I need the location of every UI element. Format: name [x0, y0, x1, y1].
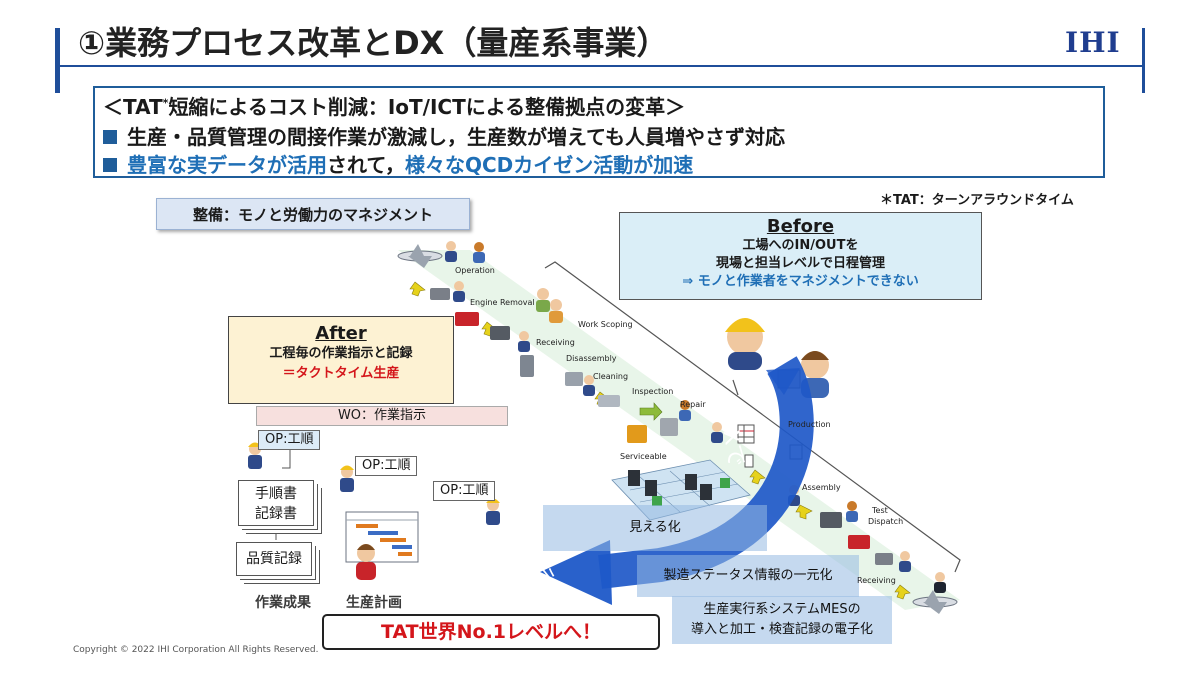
copyright-text: Copyright © 2022 IHI Corporation All Rig… [73, 645, 319, 655]
op-label-3: OP:工順 [433, 481, 496, 501]
process-flow-band [398, 250, 960, 610]
engine-part-icons [430, 288, 893, 565]
mes-line-2: 導入と加工・検査記録の電子化 [690, 622, 873, 637]
bullet-square-icon [103, 130, 117, 144]
before-box: Before 工場へのIN/OUTを 現場と担当レベルで日程管理 ⇒ モノと作業… [619, 212, 982, 300]
dx-panel-mes: 生産実行系システムMESの 導入と加工・検査記録の電子化 [672, 596, 892, 644]
manual-line-1: 手順書 [255, 486, 297, 502]
after-line-2: ＝タクトタイム生産 [282, 366, 400, 381]
production-plan-chart-icon [345, 511, 419, 563]
dx-panel-unify: 製造ステータス情報の一元化 [637, 555, 859, 597]
aircraft-top-icon [397, 244, 443, 268]
step-operation-label: Operation [455, 266, 495, 275]
goal-banner: TAT世界No.1レベルへ！ [322, 614, 660, 650]
dx-arrow-head-icon [540, 540, 612, 605]
bullet-2-text-b: されて， [327, 153, 405, 177]
before-line-3: ⇒ モノと作業者をマネジメントできない [682, 274, 919, 289]
before-line-2: 現場と担当レベルで日程管理 [715, 256, 885, 271]
step-receiving-label: Receiving [536, 338, 575, 347]
step-assembly-label: Assembly [802, 483, 841, 492]
work-order-bar: WO：作業指示 [256, 406, 508, 426]
summary-heading-sup: * [162, 96, 169, 110]
after-box: After 工程毎の作業指示と記録 ＝タクトタイム生産 [228, 316, 454, 404]
manual-line-2: 記録書 [255, 506, 297, 522]
management-label: 整備：モノと労働力のマネジメント [156, 198, 470, 230]
op-label-1: OP:工順 [258, 430, 321, 450]
before-line-1: 工場へのIN/OUTを [742, 238, 859, 253]
op-label-2: OP:工順 [355, 456, 418, 476]
after-heading: After [315, 323, 367, 344]
summary-heading-rest: 短縮によるコスト削減：IoT/ICTによる整備拠点の変革＞ [168, 95, 686, 119]
doc-connector-lines [275, 449, 291, 540]
summary-heading: ＜TAT*短縮によるコスト削減：IoT/ICTによる整備拠点の変革＞ [103, 91, 685, 120]
step-production-label: Production [788, 420, 831, 429]
ihi-logo: IHI [1065, 26, 1121, 59]
step-receiving-2-label: Receiving [857, 576, 896, 585]
summary-box: ＜TAT*短縮によるコスト削減：IoT/ICTによる整備拠点の変革＞ 生産・品質… [93, 86, 1105, 178]
quality-record-stack: 品質記録 [236, 542, 312, 576]
bullet-2-text-c: 様々なQCDカイゼン活動が加速 [405, 153, 694, 177]
step-serviceable-label: Serviceable [620, 452, 667, 461]
after-line-1: 工程毎の作業指示と記録 [269, 346, 413, 361]
production-plan-caption: 生産計画 [346, 595, 402, 611]
process-bracket-line [544, 261, 961, 573]
page-title: ①業務プロセス改革とDX（量産系事業） [78, 24, 669, 62]
step-repair-label: Repair [680, 400, 706, 409]
work-results-caption: 作業成果 [255, 595, 311, 611]
worker-icons [248, 241, 946, 593]
title-accent-bar [55, 28, 60, 93]
aircraft-bottom-icon [912, 590, 958, 614]
summary-bullet-2: 豊富な実データが活用されて，様々なQCDカイゼン活動が加速 [103, 149, 693, 178]
title-divider [60, 65, 1142, 67]
manual-document-stack: 手順書 記録書 [238, 480, 314, 526]
mes-line-1: 生産実行系システムMESの [703, 602, 861, 617]
summary-heading-prefix: ＜TAT [103, 95, 163, 119]
right-accent-bar [1142, 28, 1145, 93]
dx-arrow-tail [766, 368, 800, 395]
step-cleaning-label: Cleaning [593, 372, 629, 381]
bracket-tick [732, 379, 739, 396]
bullet-square-icon [103, 158, 117, 172]
step-inspection-label: Inspection [632, 387, 674, 396]
step-dispatch-label: Dispatch [868, 517, 904, 526]
step-test-label: Test [872, 506, 888, 515]
dx-panel-visualize: 見える化 [543, 505, 767, 551]
step-engine-removal-label: Engine Removal [470, 298, 535, 307]
before-heading: Before [766, 216, 835, 237]
bullet-1-text: 生産・品質管理の間接作業が激減し，生産数が増えても人員増やさず対応 [127, 125, 785, 149]
tat-footnote: ＊TAT：ターンアラウンドタイム [880, 193, 1074, 208]
bullet-2-text-a: 豊富な実データが活用 [127, 153, 327, 177]
step-work-scoping-label: Work Scoping [578, 320, 633, 329]
step-disassembly-label: Disassembly [566, 354, 617, 363]
summary-bullet-1: 生産・品質管理の間接作業が激減し，生産数が増えても人員増やさず対応 [103, 121, 785, 150]
